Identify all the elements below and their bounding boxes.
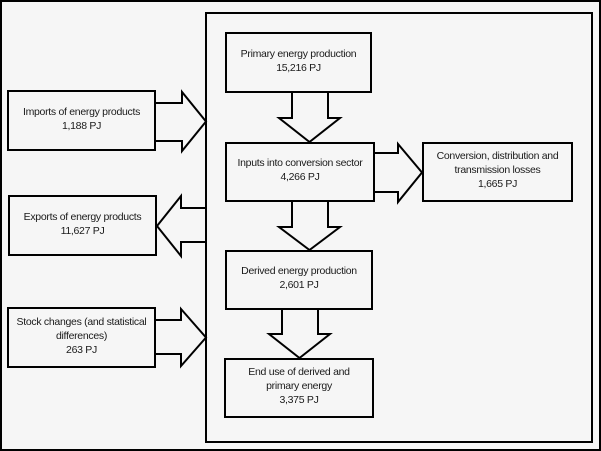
node-label: End use of derived and — [248, 366, 350, 378]
node-label: Imports of energy products — [22, 105, 141, 118]
arrow-exports-left-icon — [155, 193, 206, 259]
arrow-stock-right-icon — [156, 306, 208, 369]
node-imports: Imports of energy products 1,188 PJ — [7, 90, 156, 151]
node-label: Conversion, distribution and — [436, 150, 559, 162]
node-stock-changes: Stock changes (and statistical differenc… — [7, 307, 156, 368]
node-exports: Exports of energy products 11,627 PJ — [8, 195, 157, 256]
node-label: Stock changes (and statistical — [16, 315, 147, 328]
node-label: differences) — [55, 329, 108, 342]
node-value: 15,216 PJ — [276, 61, 321, 74]
node-label: Exports of energy products — [23, 210, 142, 223]
node-label: primary energy — [266, 380, 332, 392]
node-value: 4,266 PJ — [280, 171, 320, 183]
arrow-inputs-down-icon — [276, 202, 343, 252]
conversion-sector-frame — [205, 12, 593, 443]
arrow-derived-down-icon — [266, 310, 333, 360]
node-label: transmission losses — [454, 164, 541, 176]
arrow-primary-down-icon — [276, 93, 343, 144]
node-end-use: End use of derived and primary energy 3,… — [224, 358, 374, 418]
node-value: 11,627 PJ — [60, 224, 105, 237]
node-label: Inputs into conversion sector — [237, 157, 363, 169]
node-inputs-conversion-sector: Inputs into conversion sector 4,266 PJ — [225, 142, 375, 202]
node-value: 263 PJ — [66, 343, 97, 356]
node-conversion-losses: Conversion, distribution and transmissio… — [422, 142, 573, 202]
node-value: 1,188 PJ — [61, 119, 102, 132]
node-value: 1,665 PJ — [477, 178, 518, 190]
arrow-imports-right-icon — [156, 89, 208, 154]
node-label: Derived energy production — [241, 265, 357, 277]
node-primary-energy-production: Primary energy production 15,216 PJ — [225, 32, 372, 93]
arrow-losses-right-icon — [375, 141, 424, 205]
node-value: 2,601 PJ — [279, 279, 319, 291]
node-derived-energy-production: Derived energy production 2,601 PJ — [225, 250, 373, 310]
node-value: 3,375 PJ — [279, 394, 319, 406]
node-label: Primary energy production — [240, 47, 357, 60]
